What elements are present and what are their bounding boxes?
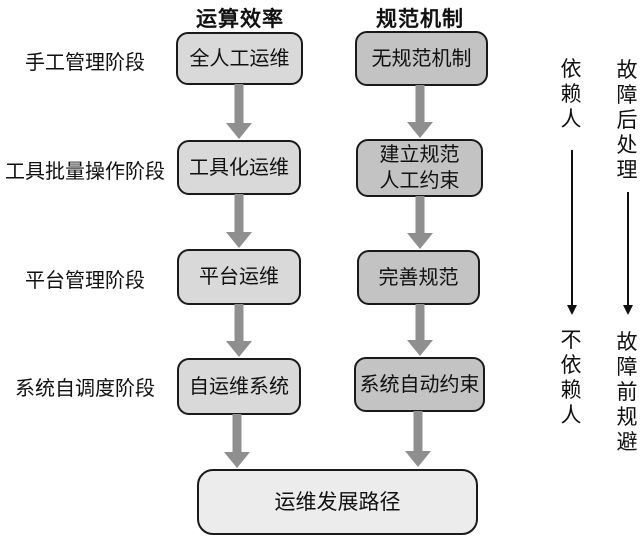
stage-label-self-scheduling: 系统自调度阶段 [15,378,155,400]
annotation-arrow [623,192,633,315]
box-label: 无规范机制 [371,47,472,70]
box-platform-ops: 平台运维 [177,249,301,305]
flow-arrow [226,304,252,357]
box-system-auto-constraint: 系统自动约束 [354,357,485,412]
flow-arrow [405,411,431,467]
box-full-manual-ops: 全人工运维 [176,32,303,85]
box-label: 运维发展路径 [274,490,401,514]
annotation-post-failure-handling: 故障后处理 [616,58,638,182]
box-label-line2: 人工约束 [379,170,460,192]
flow-arrow [407,304,433,356]
annotation-arrow [567,150,577,315]
box-label: 工具化运维 [189,156,289,179]
annotation-depend-on-people: 依赖人 [560,57,582,131]
column-header-computing-efficiency: 运算效率 [196,7,284,31]
flow-arrow [226,84,252,139]
box-tooling-ops: 工具化运维 [177,140,301,195]
stage-label-platform: 平台管理阶段 [25,270,145,292]
box-label-line1: 建立规范 [379,144,460,166]
stage-label-manual: 手工管理阶段 [25,52,145,74]
annotation-pre-failure-avoidance: 故障前规避 [616,330,638,454]
annotation-not-depend-on-people: 不依赖人 [560,328,582,427]
box-establish-standard-manual-constraint: 建立规范 人工约束 [356,139,483,197]
column-header-standard-mechanism: 规范机制 [376,7,464,31]
box-ops-development-path: 运维发展路径 [197,469,478,535]
box-no-standard-mechanism: 无规范机制 [355,31,488,86]
flow-arrow [226,194,252,248]
box-label: 系统自动约束 [359,373,480,396]
box-label: 完善规范 [378,266,459,289]
box-label: 自运维系统 [189,375,289,398]
box-improve-standard: 完善规范 [357,250,480,305]
flow-arrow [407,85,433,138]
stage-label-tool-batch: 工具批量操作阶段 [5,161,165,183]
flow-arrow [407,196,433,249]
box-label: 平台运维 [199,266,279,288]
flow-arrow [224,414,250,468]
box-label: 全人工运维 [189,47,290,70]
box-self-ops-system: 自运维系统 [177,358,301,415]
